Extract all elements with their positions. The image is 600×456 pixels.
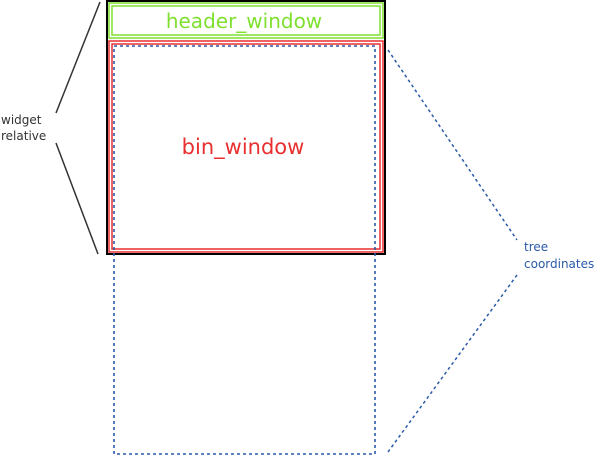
widget-relative-label-line1: widget bbox=[1, 113, 42, 127]
widget-bracket-upper bbox=[55, 1, 101, 114]
bin-window-label: bin_window bbox=[182, 135, 305, 160]
widget-frame bbox=[106, 0, 386, 255]
widget-bracket-lower bbox=[55, 142, 99, 255]
tree-bracket-upper bbox=[387, 49, 518, 241]
header-window-outer bbox=[108, 2, 384, 39]
header-window-inner bbox=[111, 5, 381, 36]
tree-bracket-lower bbox=[387, 274, 518, 453]
bin-window-outer bbox=[108, 40, 384, 253]
header-window-label: header_window bbox=[166, 9, 322, 33]
widget-relative-label-line2: relative bbox=[1, 129, 46, 143]
bin-window-inner bbox=[111, 43, 381, 250]
tree-coordinates-region bbox=[113, 45, 376, 455]
tree-coordinates-label-line1: tree bbox=[524, 240, 548, 254]
tree-coordinates-label-line2: coordinates bbox=[524, 257, 594, 271]
